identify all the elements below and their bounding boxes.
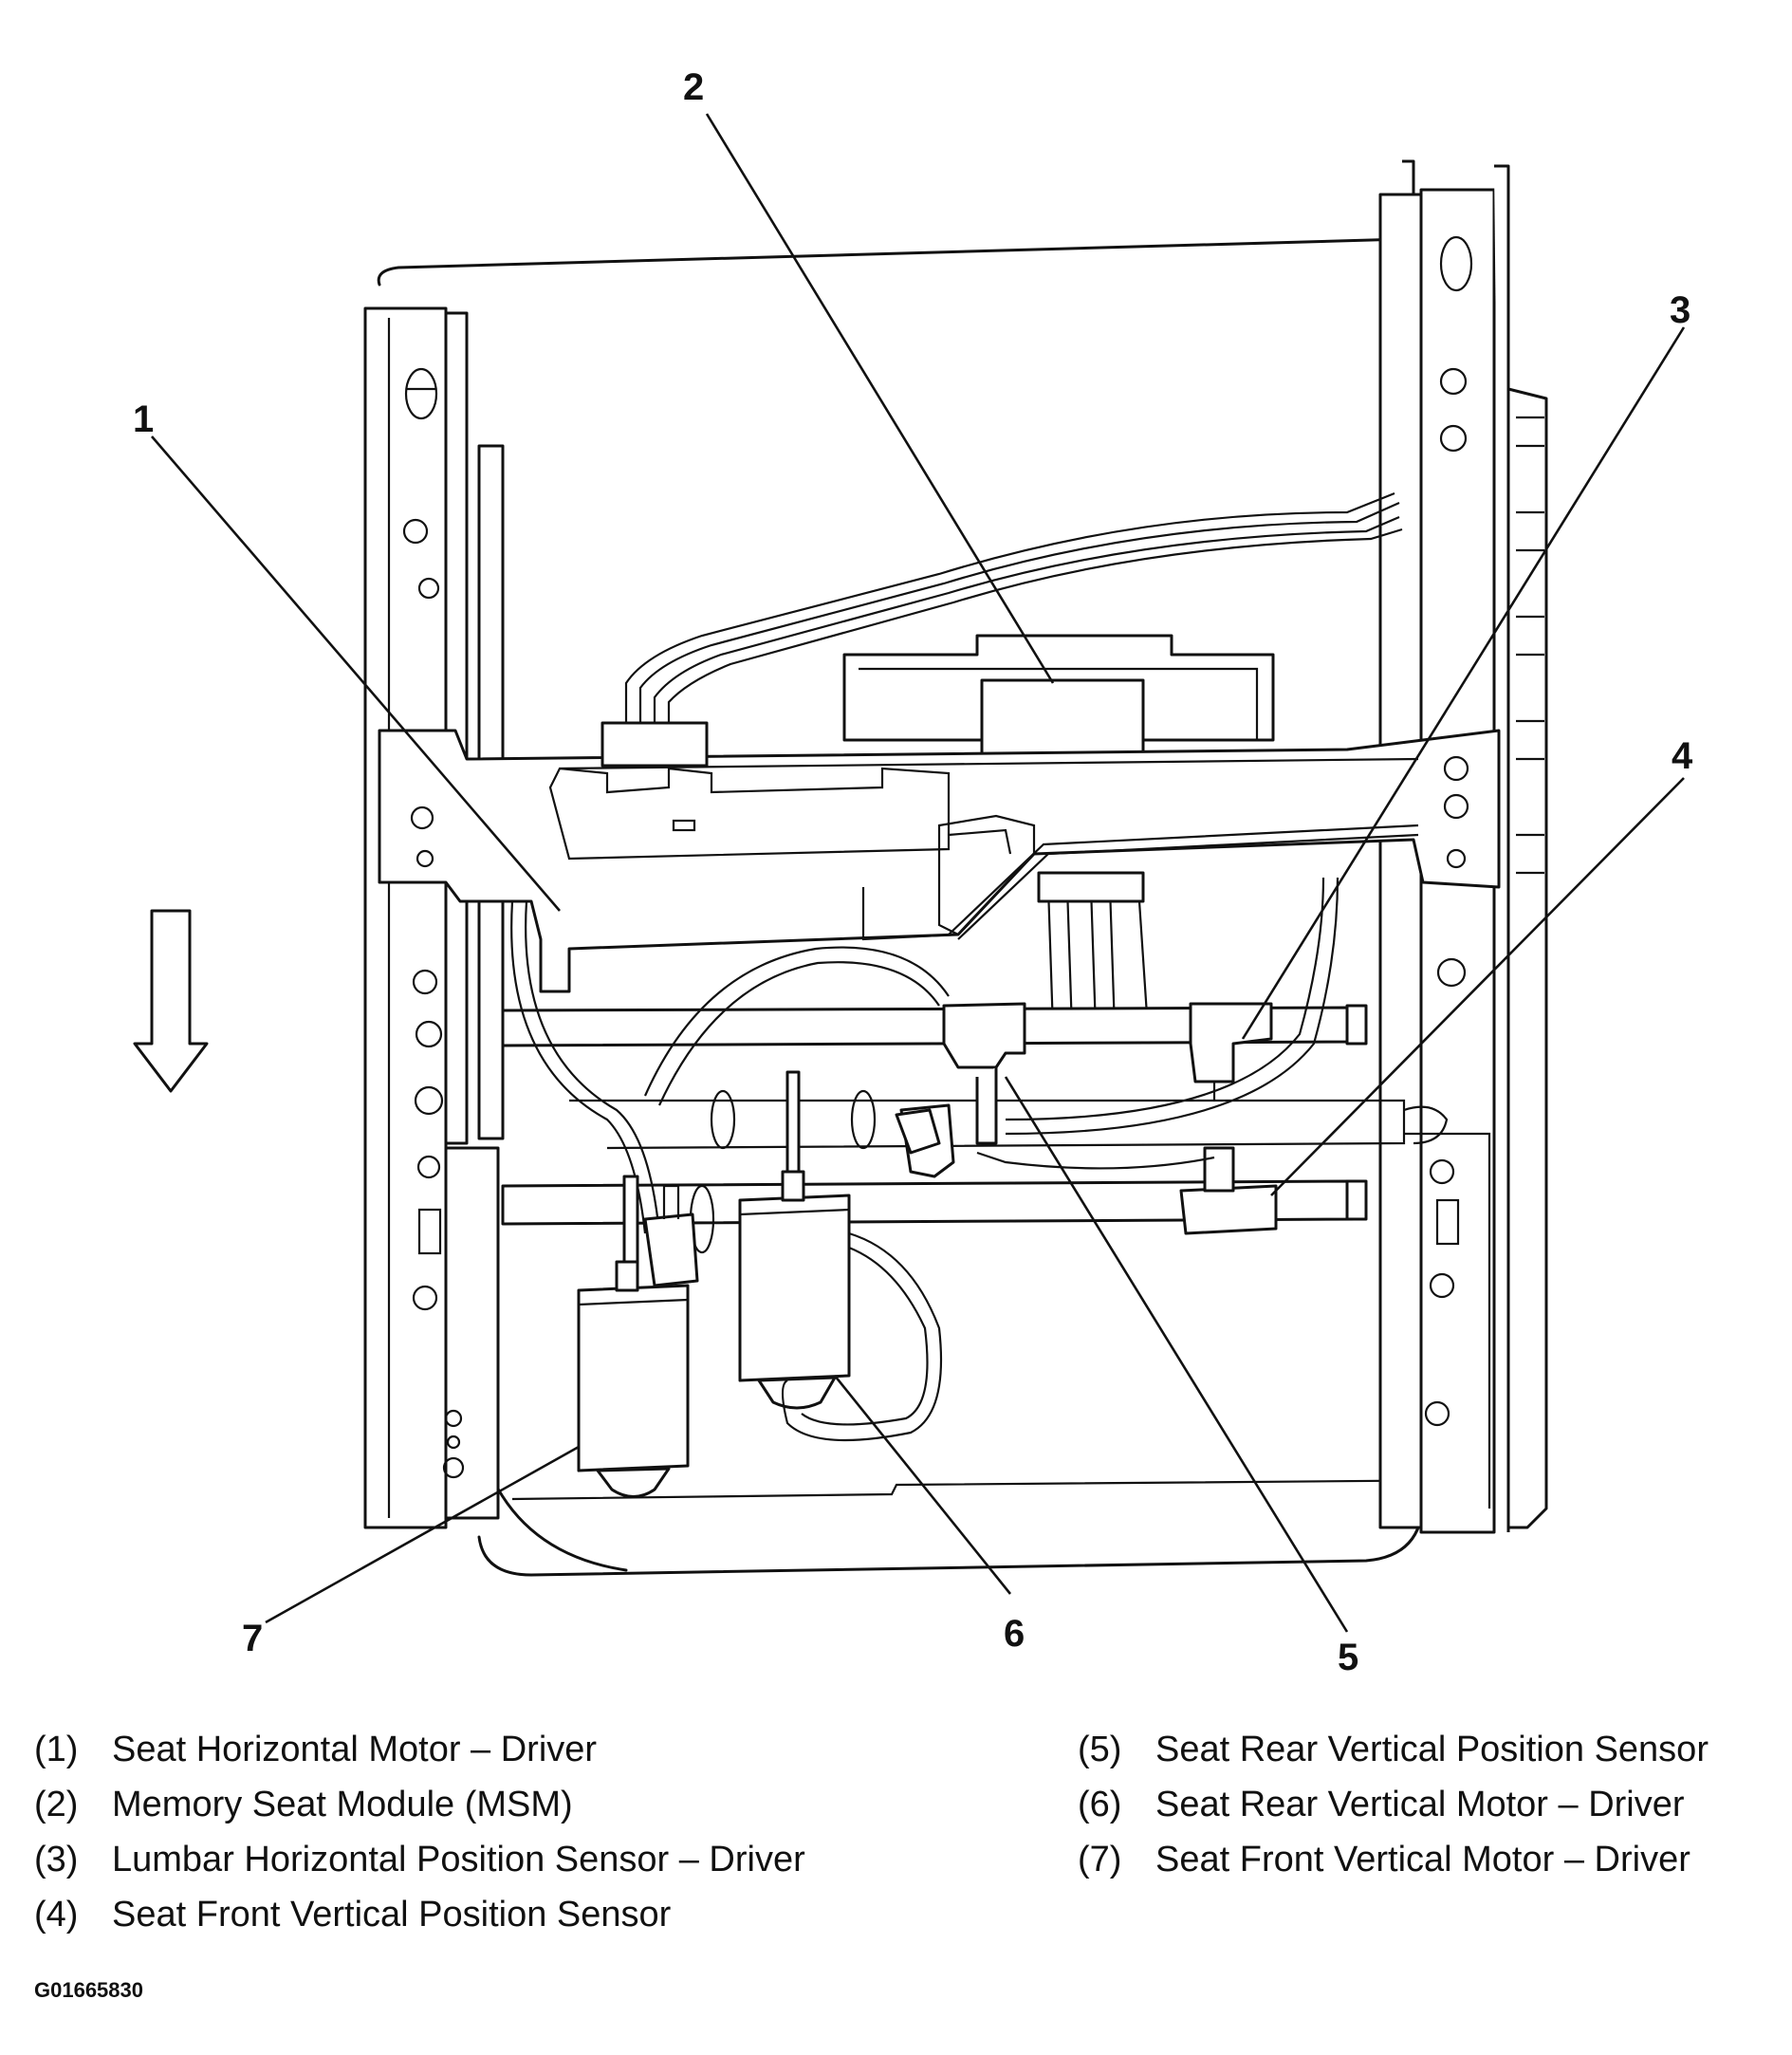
rear-vertical-motor (738, 1070, 943, 1442)
callout-6: 6 (1004, 1613, 1025, 1655)
callout-7: 7 (242, 1618, 263, 1659)
callout-leaders (151, 113, 1686, 1633)
callout-2: 2 (683, 66, 704, 108)
down-arrow-icon (133, 909, 209, 1093)
legend-column-right: (5)Seat Rear Vertical Position Sensor (6… (1078, 1722, 1709, 1887)
module-mount-bracket (378, 729, 1501, 993)
front-vertical-position-sensor (1179, 1146, 1278, 1235)
callout-3: 3 (1670, 289, 1690, 331)
legend-item-2: (2)Memory Seat Module (MSM) (34, 1784, 573, 1824)
legend-item-3: (3)Lumbar Horizontal Position Sensor – D… (34, 1839, 805, 1879)
wire-harness (600, 491, 1403, 1030)
callout-labels: 1 2 3 4 5 6 7 (133, 66, 1693, 1678)
parts-legend: (1)Seat Horizontal Motor – Driver (2)Mem… (34, 1722, 1770, 1959)
figure-code: G01665830 (34, 1978, 143, 2002)
rear-vertical-position-sensor (942, 1002, 1026, 1145)
legend-item-5: (5)Seat Rear Vertical Position Sensor (1078, 1729, 1709, 1769)
legend-column-left: (1)Seat Horizontal Motor – Driver (2)Mem… (34, 1722, 805, 1942)
front-vertical-motor (577, 1175, 699, 1498)
legend-item-4: (4)Seat Front Vertical Position Sensor (34, 1894, 672, 1935)
seat-frame-diagram: 1 2 3 4 5 6 7 (133, 66, 1693, 1678)
legend-item-1: (1)Seat Horizontal Motor – Driver (34, 1729, 598, 1769)
callout-5: 5 (1338, 1637, 1358, 1678)
legend-item-7: (7)Seat Front Vertical Motor – Driver (1078, 1839, 1690, 1879)
lumbar-horizontal-position-sensor (1189, 1002, 1273, 1101)
callout-4: 4 (1672, 735, 1693, 777)
legend-item-6: (6)Seat Rear Vertical Motor – Driver (1078, 1784, 1685, 1824)
memory-seat-module (842, 634, 1275, 756)
left-seat-track (363, 306, 505, 1529)
callout-1: 1 (133, 398, 154, 440)
